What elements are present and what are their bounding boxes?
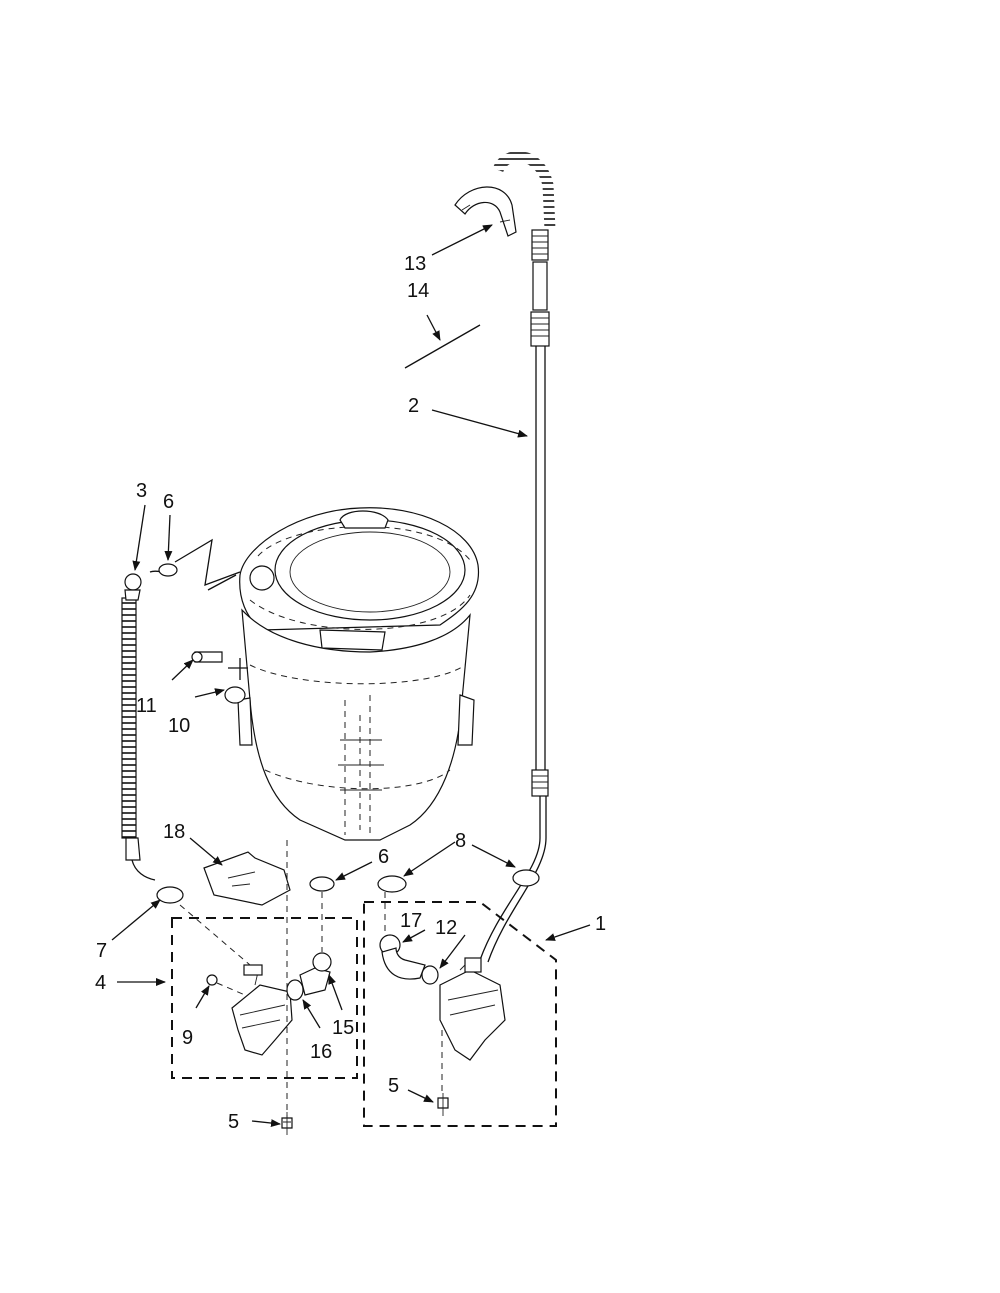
- hose-hook: [454, 186, 517, 237]
- leader-arrows: [111, 224, 591, 1128]
- break-lines: [174, 538, 241, 591]
- callout-14: 14: [407, 280, 429, 302]
- fill-hose: [121, 570, 166, 881]
- callout-16: 16: [310, 1041, 332, 1063]
- pump-right: [379, 892, 506, 1095]
- callout-7: 7: [96, 940, 107, 962]
- drain-hose: [479, 151, 556, 963]
- callout-2: 2: [408, 395, 419, 417]
- callout-13: 13: [404, 253, 426, 275]
- callout-18: 18: [163, 821, 185, 843]
- inlet-parts: [191, 651, 248, 704]
- callout-4: 4: [95, 972, 106, 994]
- wash-tub: [237, 507, 480, 841]
- bracket: [203, 851, 291, 906]
- callout-6-top: 6: [163, 491, 174, 513]
- callout-11: 11: [136, 695, 157, 717]
- callout-5-right: 5: [388, 1075, 399, 1097]
- callout-9: 9: [182, 1027, 193, 1049]
- callout-8: 8: [455, 830, 466, 852]
- callout-3: 3: [136, 480, 147, 502]
- hose-clamps: [156, 563, 540, 904]
- callout-5-left: 5: [228, 1111, 239, 1133]
- callout-1: 1: [595, 913, 606, 935]
- callout-12: 12: [435, 917, 457, 939]
- callout-6-bottom: 6: [378, 846, 389, 868]
- assembly-box-1: [363, 901, 557, 1127]
- pump-left: [179, 840, 332, 1120]
- callout-17: 17: [400, 910, 422, 932]
- callout-10: 10: [168, 715, 190, 737]
- cable-tie: [404, 324, 481, 369]
- screws: [281, 1093, 449, 1135]
- callout-15: 15: [332, 1017, 354, 1039]
- assembly-box-4: [171, 917, 358, 1079]
- callout-labels: 13 14 2 3 6 11 10 18 6 8 1 7 4 9 15 16 1…: [95, 253, 606, 1133]
